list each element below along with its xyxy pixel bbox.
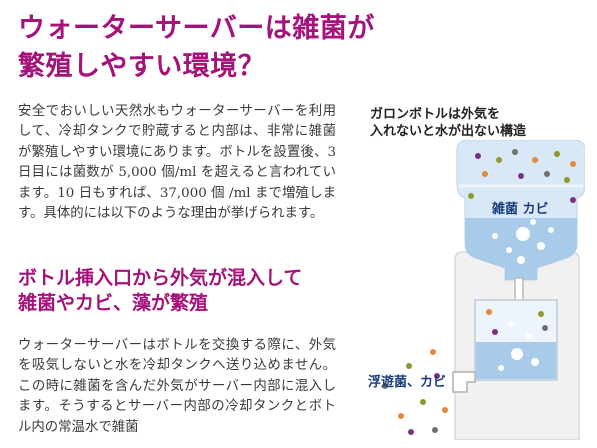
bottle-contamination-label: 雑菌 カビ [492, 202, 549, 217]
section-heading: ボトル挿入口から外気が混入して 雑菌やカビ、藻が繁殖 [18, 266, 348, 316]
bottle-water [465, 218, 577, 280]
figure-caption-line-2: 入れないと水が出ない構造 [370, 124, 527, 139]
tank-contamination-label: 浮遊菌、カビ [368, 375, 447, 390]
feed-pipe [514, 277, 524, 303]
tank-water [476, 342, 556, 379]
title-line-1: ウォーターサーバーは雑菌が [18, 13, 375, 44]
bacteria-dots [382, 149, 576, 435]
water-server-illustration [382, 140, 585, 440]
bottle-bubbles [492, 219, 554, 264]
section-heading-line-2: 雑菌やカビ、藻が繁殖 [18, 292, 209, 314]
tank-bubbles [498, 321, 539, 371]
section-heading-line-1: ボトル挿入口から外気が混入して [18, 267, 303, 289]
page-title: ウォーターサーバーは雑菌が 繁殖しやすい環境？ [18, 10, 448, 86]
section-paragraph: ウォーターサーバーはボトルを交換する際に、外気を吸気しないと水を冷却タンクへ送り… [18, 338, 336, 435]
title-line-2: 繁殖しやすい環境？ [18, 51, 266, 82]
faucet-icon [452, 371, 476, 393]
intro-paragraph: 安全でおいしい天然水もウォーターサーバーを利用して、冷却タンクで貯蔵すると内部は… [18, 104, 336, 222]
figure-caption-line-1: ガロンボトルは外気を [370, 107, 501, 122]
figure-caption: ガロンボトルは外気を 入れないと水が出ない構造 [370, 106, 590, 140]
